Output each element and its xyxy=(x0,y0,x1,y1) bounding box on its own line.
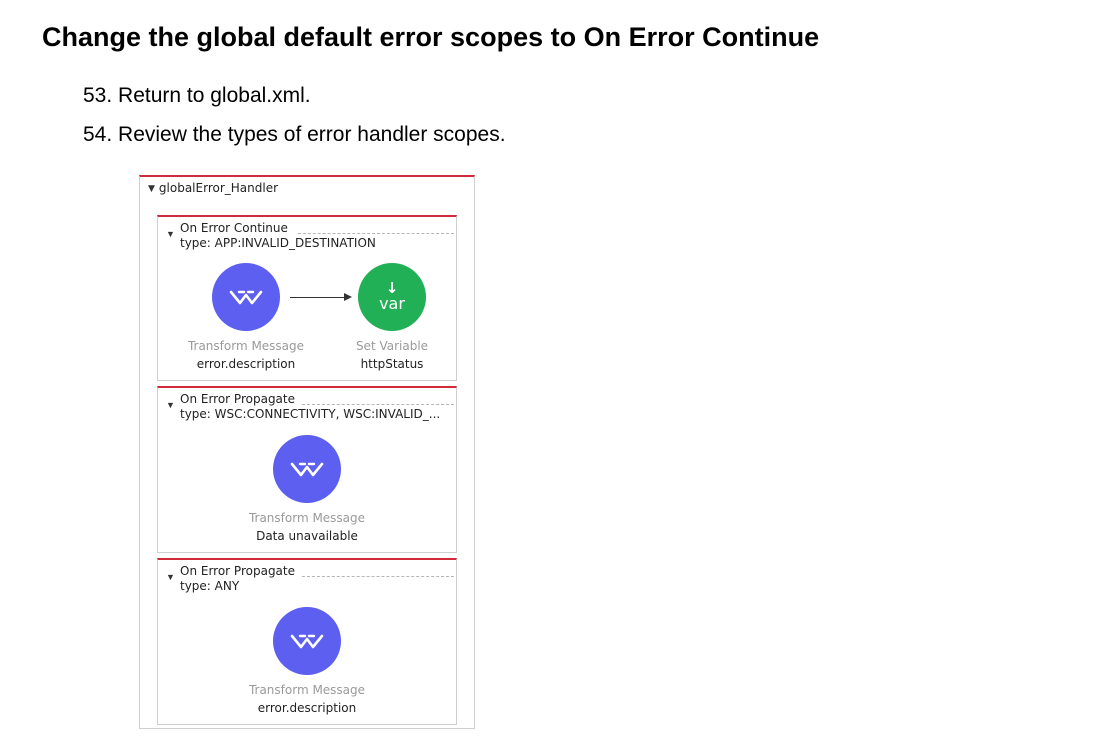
collapse-triangle-icon[interactable]: ▼ xyxy=(166,229,175,239)
component-type-label: Transform Message xyxy=(248,683,366,697)
scope-on-error-continue[interactable]: ▼ On Error Continue type: APP:INVALID_DE… xyxy=(157,215,457,381)
flow-connector xyxy=(290,297,345,298)
scope-name: On Error Continue xyxy=(180,221,288,235)
scope-on-error-propagate-any[interactable]: ▼ On Error Propagate type: ANY Transform… xyxy=(157,558,457,725)
transform-message-icon[interactable] xyxy=(212,263,280,331)
set-variable-icon[interactable]: ↓ var xyxy=(358,263,426,331)
flow-arrowhead xyxy=(344,293,352,301)
scope-type: type: WSC:CONNECTIVITY, WSC:INVALID_... xyxy=(180,407,441,421)
component-value-label: httpStatus xyxy=(360,357,424,371)
page-title: Change the global default error scopes t… xyxy=(42,22,820,52)
var-label: var xyxy=(379,294,405,313)
scope-divider xyxy=(298,233,454,234)
transform-message-icon[interactable] xyxy=(273,607,341,675)
transform-message-glyph xyxy=(229,290,263,305)
scope-name: On Error Propagate xyxy=(180,564,295,578)
scope-type: type: APP:INVALID_DESTINATION xyxy=(180,236,376,250)
component-value-label: error.description xyxy=(196,357,296,371)
component-type-label: Set Variable xyxy=(355,339,429,353)
transform-message-glyph xyxy=(290,462,324,477)
step-53: 53. Return to global.xml. xyxy=(83,84,311,107)
transform-message-glyph xyxy=(290,634,324,649)
step-54: 54. Review the types of error handler sc… xyxy=(83,123,506,146)
error-handler-header[interactable]: ▼globalError_Handler xyxy=(148,181,278,195)
flow-diagram: ▼globalError_Handler ▼ On Error Continue… xyxy=(139,175,475,729)
error-handler-name: globalError_Handler xyxy=(158,181,279,195)
collapse-triangle-icon[interactable]: ▼ xyxy=(166,400,175,410)
collapse-triangle-icon[interactable]: ▼ xyxy=(166,572,175,582)
scope-type: type: ANY xyxy=(180,579,240,593)
scope-divider xyxy=(302,576,454,577)
collapse-triangle-icon[interactable]: ▼ xyxy=(148,184,155,194)
component-value-label: error.description xyxy=(257,701,357,715)
scope-divider xyxy=(302,404,454,405)
component-type-label: Transform Message xyxy=(187,339,305,353)
down-arrow-icon: ↓ xyxy=(385,279,399,297)
component-type-label: Transform Message xyxy=(248,511,366,525)
scope-on-error-propagate[interactable]: ▼ On Error Propagate type: WSC:CONNECTIV… xyxy=(157,386,457,553)
transform-message-icon[interactable] xyxy=(273,435,341,503)
component-value-label: Data unavailable xyxy=(256,529,358,543)
scope-name: On Error Propagate xyxy=(180,392,295,406)
